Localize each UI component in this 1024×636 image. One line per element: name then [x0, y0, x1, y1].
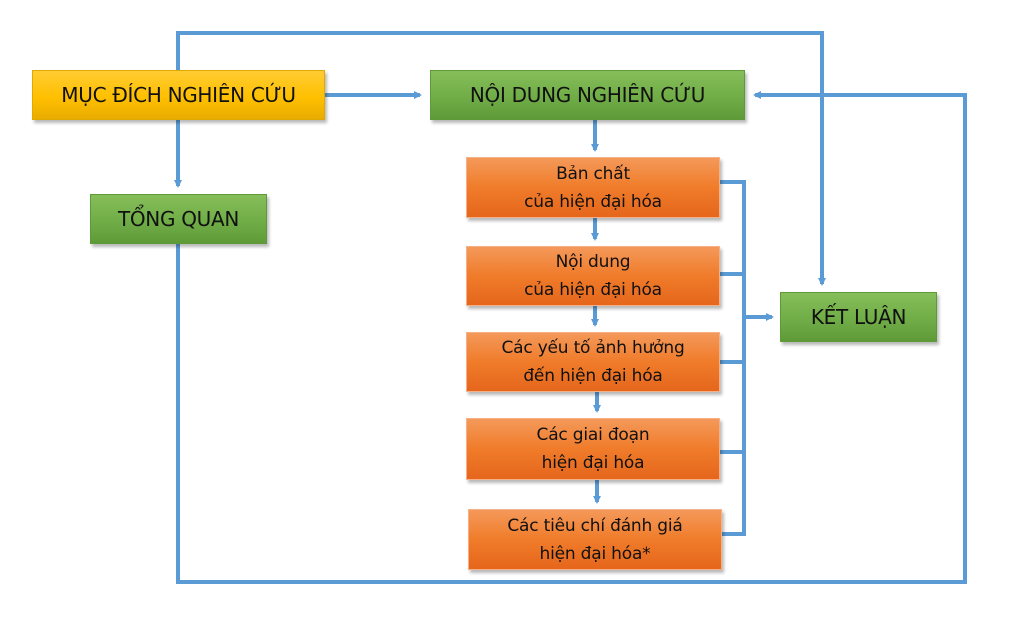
- node-label: Bản chất của hiện đại hóa: [524, 163, 662, 212]
- node-label: TỔNG QUAN: [117, 207, 240, 231]
- node-label: MỤC ĐÍCH NGHIÊN CỨU: [61, 83, 296, 107]
- node-label: NỘI DUNG NGHIÊN CỨU: [469, 83, 706, 107]
- node-label: KẾT LUẬN: [810, 305, 907, 329]
- node-label: Các giai đoạn hiện đại hóa: [536, 425, 650, 473]
- node-tong-quan: TỔNG QUAN: [90, 194, 267, 244]
- node-noi-dung-nghien-cuu: NỘI DUNG NGHIÊN CỨU: [430, 70, 745, 120]
- node-cac-yeu-to: Các yếu tố ảnh hưởng đến hiện đại hóa: [466, 332, 720, 392]
- edge-steps-bracket: [720, 180, 746, 536]
- node-cac-tieu-chi: Các tiêu chí đánh giá hiện đại hóa*: [468, 509, 722, 570]
- node-ban-chat: Bản chất của hiện đại hóa: [466, 157, 720, 218]
- node-cac-giai-doan: Các giai đoạn hiện đại hóa: [466, 418, 720, 480]
- node-label: Các tiêu chí đánh giá hiện đại hóa*: [507, 515, 683, 564]
- node-noi-dung-hdh: Nội dung của hiện đại hóa: [466, 246, 720, 306]
- edge-mucdich-to-ketluan: [176, 31, 826, 286]
- node-muc-dich-nghien-cuu: MỤC ĐÍCH NGHIÊN CỨU: [32, 70, 325, 120]
- node-label: Nội dung của hiện đại hóa: [524, 252, 662, 300]
- node-label: Các yếu tố ảnh hưởng đến hiện đại hóa: [501, 338, 685, 386]
- node-ket-luan: KẾT LUẬN: [780, 292, 937, 342]
- edge-tongquan-to-noidung: [176, 91, 967, 584]
